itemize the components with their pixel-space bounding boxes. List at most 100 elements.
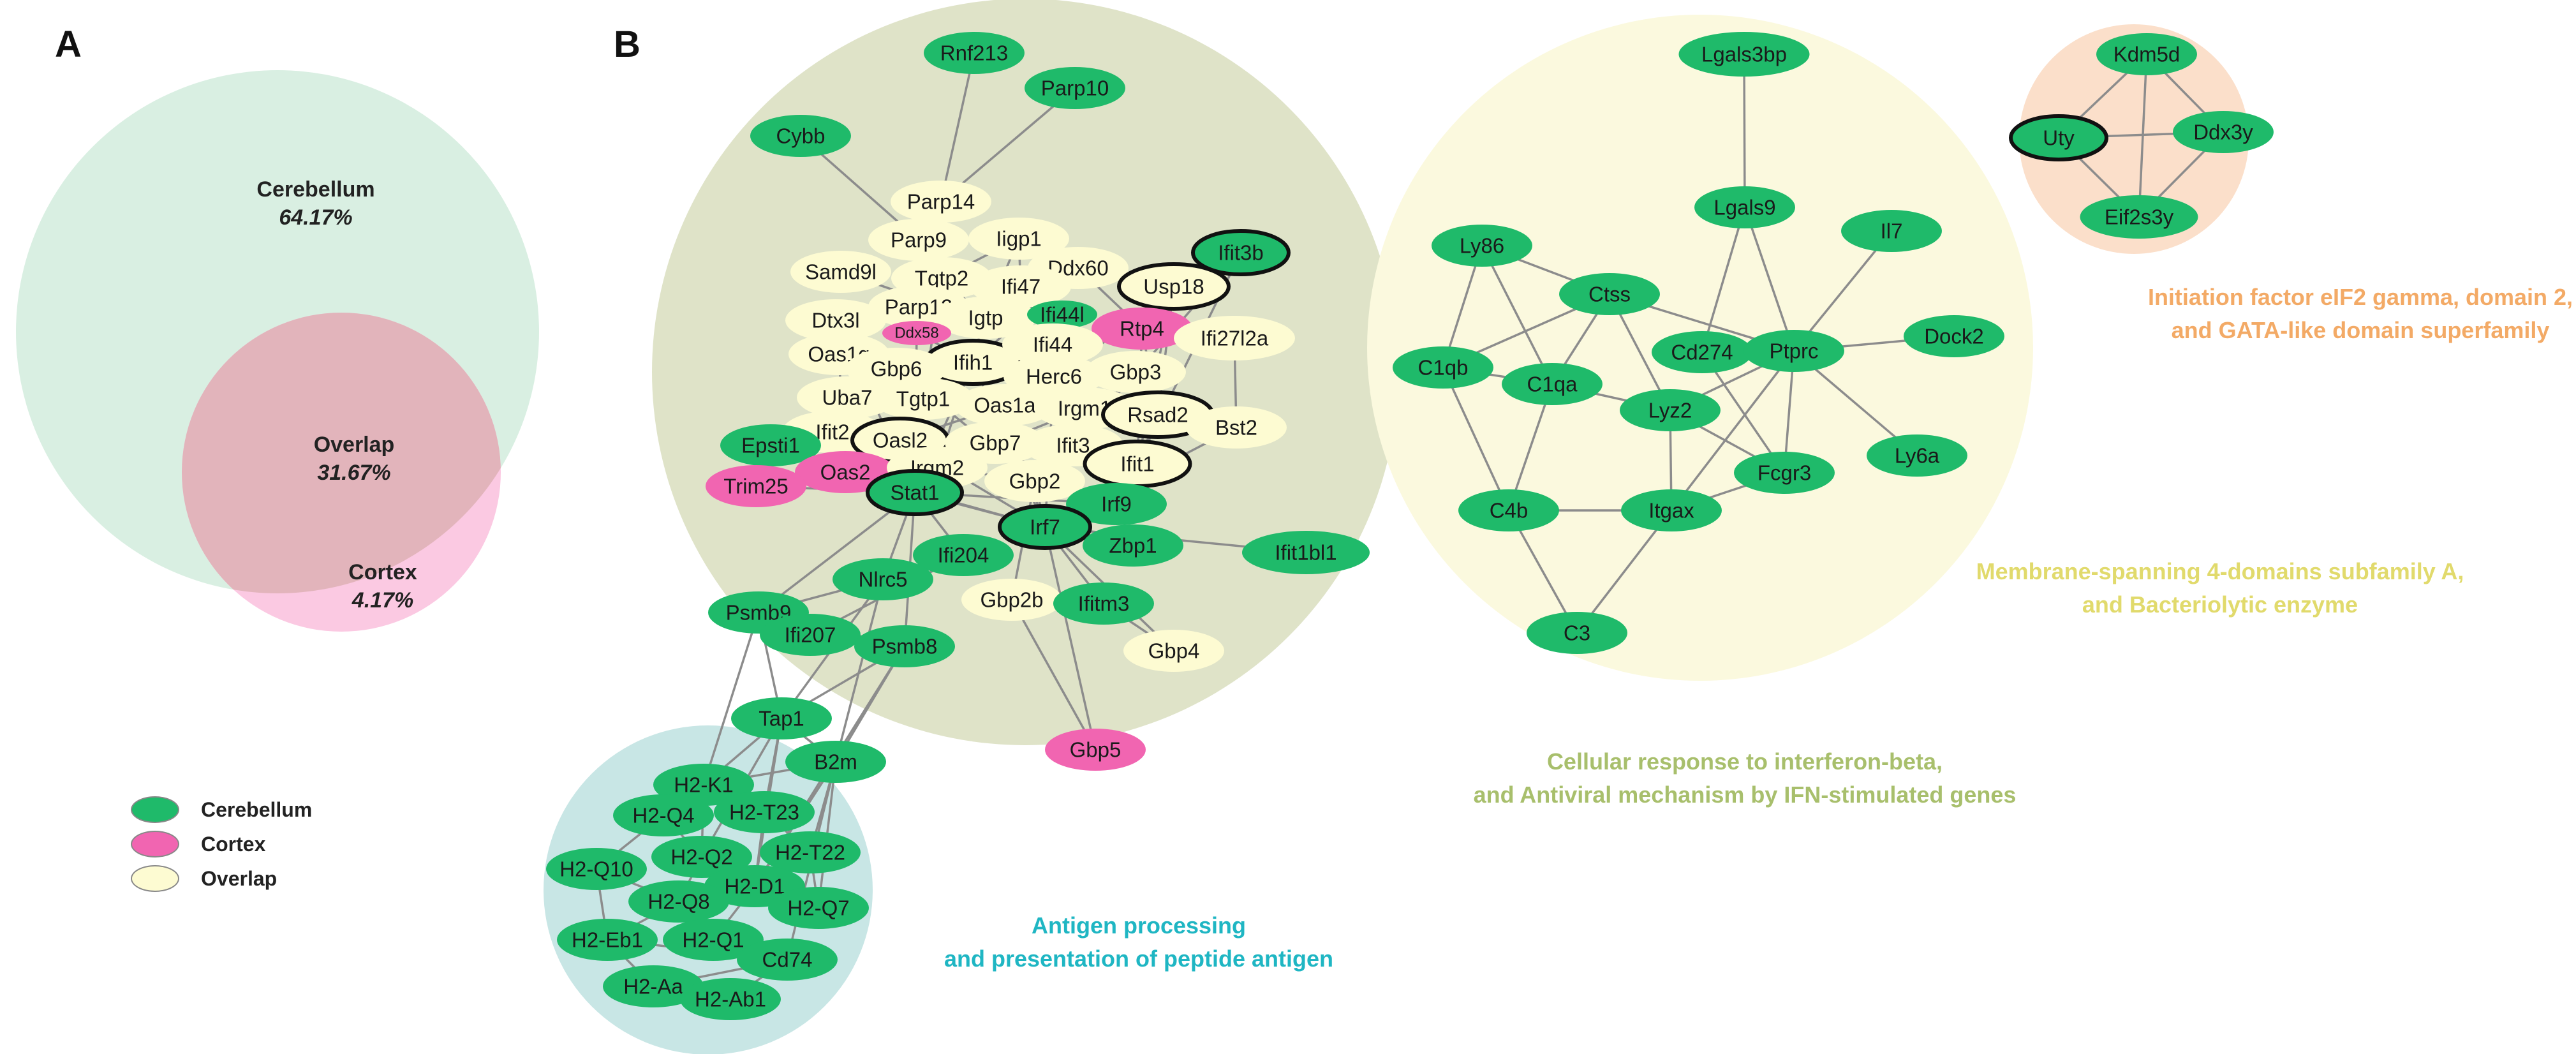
node-c4b[interactable]: C4b [1458, 489, 1559, 531]
edge-psmb9-h2-k1 [702, 612, 760, 785]
node-ifi27l2a[interactable]: Ifi27l2a [1174, 316, 1295, 360]
node-usp18[interactable]: Usp18 [1117, 262, 1231, 311]
edge-itgax-c3 [1576, 509, 1673, 634]
node-bst2[interactable]: Bst2 [1186, 406, 1287, 449]
node-ifit1bl1[interactable]: Ifit1bl1 [1242, 531, 1370, 574]
legend-item-cortex: Cortex [131, 831, 265, 857]
node-ifi44[interactable]: Ifi44 [1002, 323, 1103, 366]
node-rnf213[interactable]: Rnf213 [924, 32, 1025, 74]
node-kdm5d[interactable]: Kdm5d [2096, 33, 2197, 75]
node-lyz2[interactable]: Lyz2 [1620, 389, 1721, 431]
node-b2m[interactable]: B2m [785, 741, 886, 783]
cluster-eif2-background [2019, 24, 2249, 254]
node-label-h2-q7: H2-Q7 [787, 896, 849, 920]
node-label-c3: C3 [1564, 621, 1590, 645]
node-parp10[interactable]: Parp10 [1025, 67, 1125, 109]
node-ifi47[interactable]: Ifi47 [970, 265, 1071, 308]
node-shape-h2-aa [603, 965, 704, 1007]
node-ddx3y[interactable]: Ddx3y [2173, 111, 2274, 153]
node-h2-t23[interactable]: H2-T23 [714, 791, 815, 833]
node-stat1[interactable]: Stat1 [866, 469, 964, 516]
node-itgax[interactable]: Itgax [1621, 489, 1722, 531]
node-cybb[interactable]: Cybb [750, 115, 851, 157]
node-irf7[interactable]: Irf7 [998, 504, 1092, 550]
node-ifit3b[interactable]: Ifit3b [1191, 229, 1291, 276]
node-label-gbp7: Gbp7 [970, 431, 1021, 455]
node-ly86[interactable]: Ly86 [1432, 225, 1532, 267]
node-shape-kdm5d [2096, 33, 2197, 75]
node-label-h2-q8: H2-Q8 [648, 890, 709, 914]
node-h2-q7[interactable]: H2-Q7 [768, 887, 869, 929]
node-oas1a[interactable]: Oas1a [954, 384, 1055, 426]
node-gbp4[interactable]: Gbp4 [1123, 630, 1224, 672]
node-ifi44l[interactable]: Ifi44l [1027, 301, 1097, 329]
node-h2-q10[interactable]: H2-Q10 [546, 848, 647, 890]
edge-lgals9-ptprc [1743, 207, 1795, 352]
panel-b-letter: B [614, 24, 640, 65]
node-igtp[interactable]: Igtp [935, 297, 1036, 339]
node-uba7[interactable]: Uba7 [797, 376, 898, 419]
node-dtx3l[interactable]: Dtx3l [785, 299, 886, 341]
node-shape-ifi47 [970, 265, 1071, 308]
legend-label-cerebellum: Cerebellum [201, 798, 313, 821]
node-ptprc[interactable]: Ptprc [1743, 330, 1844, 372]
node-ifitm3[interactable]: Ifitm3 [1053, 583, 1154, 625]
node-gbp5[interactable]: Gbp5 [1045, 729, 1146, 771]
node-il7[interactable]: Il7 [1841, 210, 1942, 252]
node-iigp1[interactable]: Iigp1 [968, 218, 1069, 260]
node-ifit1[interactable]: Ifit1 [1083, 440, 1192, 488]
node-ifi204[interactable]: Ifi204 [913, 534, 1014, 576]
node-label-h2-q10: H2-Q10 [559, 857, 633, 881]
node-ifi207[interactable]: Ifi207 [760, 614, 861, 656]
node-c3[interactable]: C3 [1527, 612, 1627, 654]
node-ddx58[interactable]: Ddx58 [882, 321, 951, 345]
node-cd74[interactable]: Cd74 [737, 939, 838, 981]
node-cd274[interactable]: Cd274 [1652, 331, 1752, 373]
node-irf9[interactable]: Irf9 [1066, 483, 1167, 525]
node-uty[interactable]: Uty [2009, 114, 2108, 161]
node-c1qa[interactable]: C1qa [1502, 363, 1603, 405]
node-shape-igtp [935, 297, 1036, 339]
node-label-ddx3y: Ddx3y [2193, 121, 2253, 144]
node-tgtp1[interactable]: Tgtp1 [873, 378, 973, 420]
node-fcgr3[interactable]: Fcgr3 [1734, 452, 1835, 494]
node-zbp1[interactable]: Zbp1 [1083, 524, 1183, 567]
node-label-b2m: B2m [814, 750, 857, 774]
node-h2-q4[interactable]: H2-Q4 [613, 794, 714, 836]
node-ctss[interactable]: Ctss [1559, 273, 1660, 315]
node-tap1[interactable]: Tap1 [731, 697, 832, 739]
node-rtp4[interactable]: Rtp4 [1092, 308, 1192, 350]
venn-overlap-pct: 31.67% [317, 461, 391, 486]
node-label-ddx58: Ddx58 [894, 325, 938, 342]
node-label-c1qa: C1qa [1527, 373, 1578, 396]
node-parp14[interactable]: Parp14 [891, 181, 991, 223]
node-ly6a[interactable]: Ly6a [1867, 434, 1967, 477]
node-lgals3bp[interactable]: Lgals3bp [1678, 32, 1810, 77]
node-h2-ab1[interactable]: H2-Ab1 [680, 978, 781, 1020]
node-h2-q8[interactable]: H2-Q8 [628, 880, 729, 923]
node-dock2[interactable]: Dock2 [1904, 315, 2004, 357]
node-shape-tap1 [731, 697, 832, 739]
node-epsti1[interactable]: Epsti1 [720, 424, 821, 466]
node-parp9[interactable]: Parp9 [868, 219, 969, 261]
node-h2-aa[interactable]: H2-Aa [603, 965, 704, 1007]
node-c1qb[interactable]: C1qb [1393, 346, 1493, 389]
node-gbp3[interactable]: Gbp3 [1085, 351, 1186, 393]
caption-initiation-factor: Initiation factor eIF2 gamma, domain 2, … [2148, 281, 2573, 347]
node-psmb8[interactable]: Psmb8 [854, 625, 955, 667]
node-gbp2b[interactable]: Gbp2b [961, 579, 1062, 621]
node-nlrc5[interactable]: Nlrc5 [833, 558, 933, 600]
node-h2-eb1[interactable]: H2-Eb1 [557, 919, 658, 961]
node-label-gbp3: Gbp3 [1110, 360, 1162, 384]
node-label-gbp2b: Gbp2b [980, 588, 1043, 612]
node-gbp2[interactable]: Gbp2 [984, 460, 1085, 502]
node-h2-q2[interactable]: H2-Q2 [651, 836, 752, 878]
node-samd9l[interactable]: Samd9l [790, 251, 891, 293]
node-h2-t22[interactable]: H2-T22 [760, 831, 861, 873]
node-label-ptprc: Ptprc [1769, 339, 1818, 363]
node-lgals9[interactable]: Lgals9 [1694, 186, 1795, 228]
node-label-h2-aa: H2-Aa [623, 975, 683, 998]
node-eif2s3y[interactable]: Eif2s3y [2080, 195, 2198, 239]
node-trim25[interactable]: Trim25 [706, 465, 806, 507]
node-h2-q1[interactable]: H2-Q1 [663, 919, 764, 961]
